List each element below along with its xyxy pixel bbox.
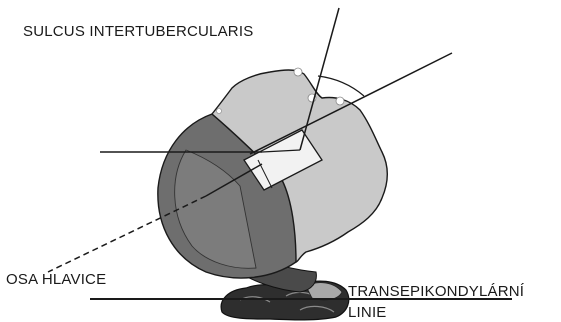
label-sulcus-intertubercularis: SULCUS INTERTUBERCULARIS	[23, 24, 253, 39]
label-transepikondylarni-line-1: TRANSEPIKONDYLÁRNÍ	[348, 284, 524, 299]
landmark-dot-1	[294, 68, 302, 76]
landmark-dot-4	[217, 109, 222, 114]
label-transepikondylarni-line-2: LINIE	[348, 305, 387, 320]
label-osa-hlavice: OSA HLAVICE	[6, 272, 106, 287]
sulcus-angle-arc	[318, 76, 364, 96]
landmark-dot-3	[336, 97, 344, 105]
